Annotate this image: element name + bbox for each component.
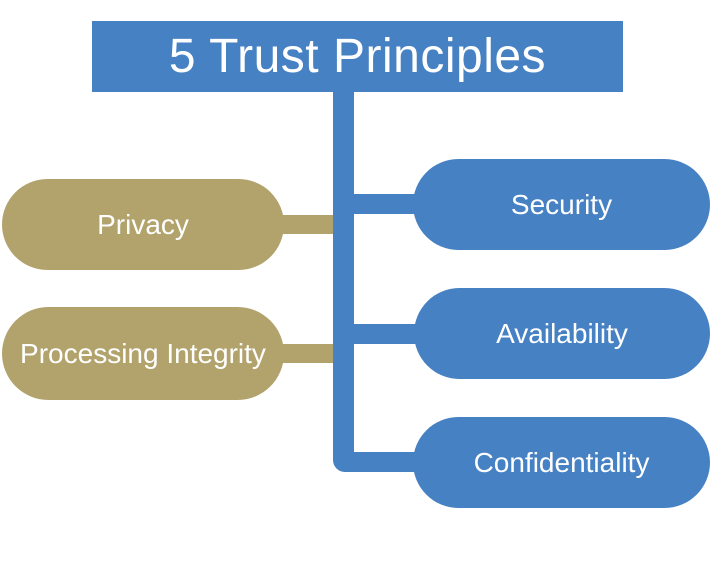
- node-confidentiality: Confidentiality: [413, 417, 710, 508]
- node-availability: Availability: [414, 288, 710, 379]
- node-confidentiality-label: Confidentiality: [473, 446, 650, 478]
- node-processing-integrity-label: Processing Integrity: [20, 337, 266, 369]
- connector-security: [352, 194, 420, 214]
- title-box: 5 Trust Principles: [92, 21, 623, 92]
- trunk-line: [333, 92, 354, 452]
- node-privacy: Privacy: [2, 179, 284, 270]
- node-security: Security: [413, 159, 710, 250]
- trunk-elbow-connector-confidentiality: [333, 452, 419, 472]
- node-processing-integrity: Processing Integrity: [2, 307, 284, 400]
- node-availability-label: Availability: [496, 317, 628, 349]
- node-security-label: Security: [510, 188, 613, 220]
- connector-availability: [352, 324, 420, 344]
- diagram-title: 5 Trust Principles: [168, 30, 547, 83]
- node-privacy-label: Privacy: [97, 208, 189, 240]
